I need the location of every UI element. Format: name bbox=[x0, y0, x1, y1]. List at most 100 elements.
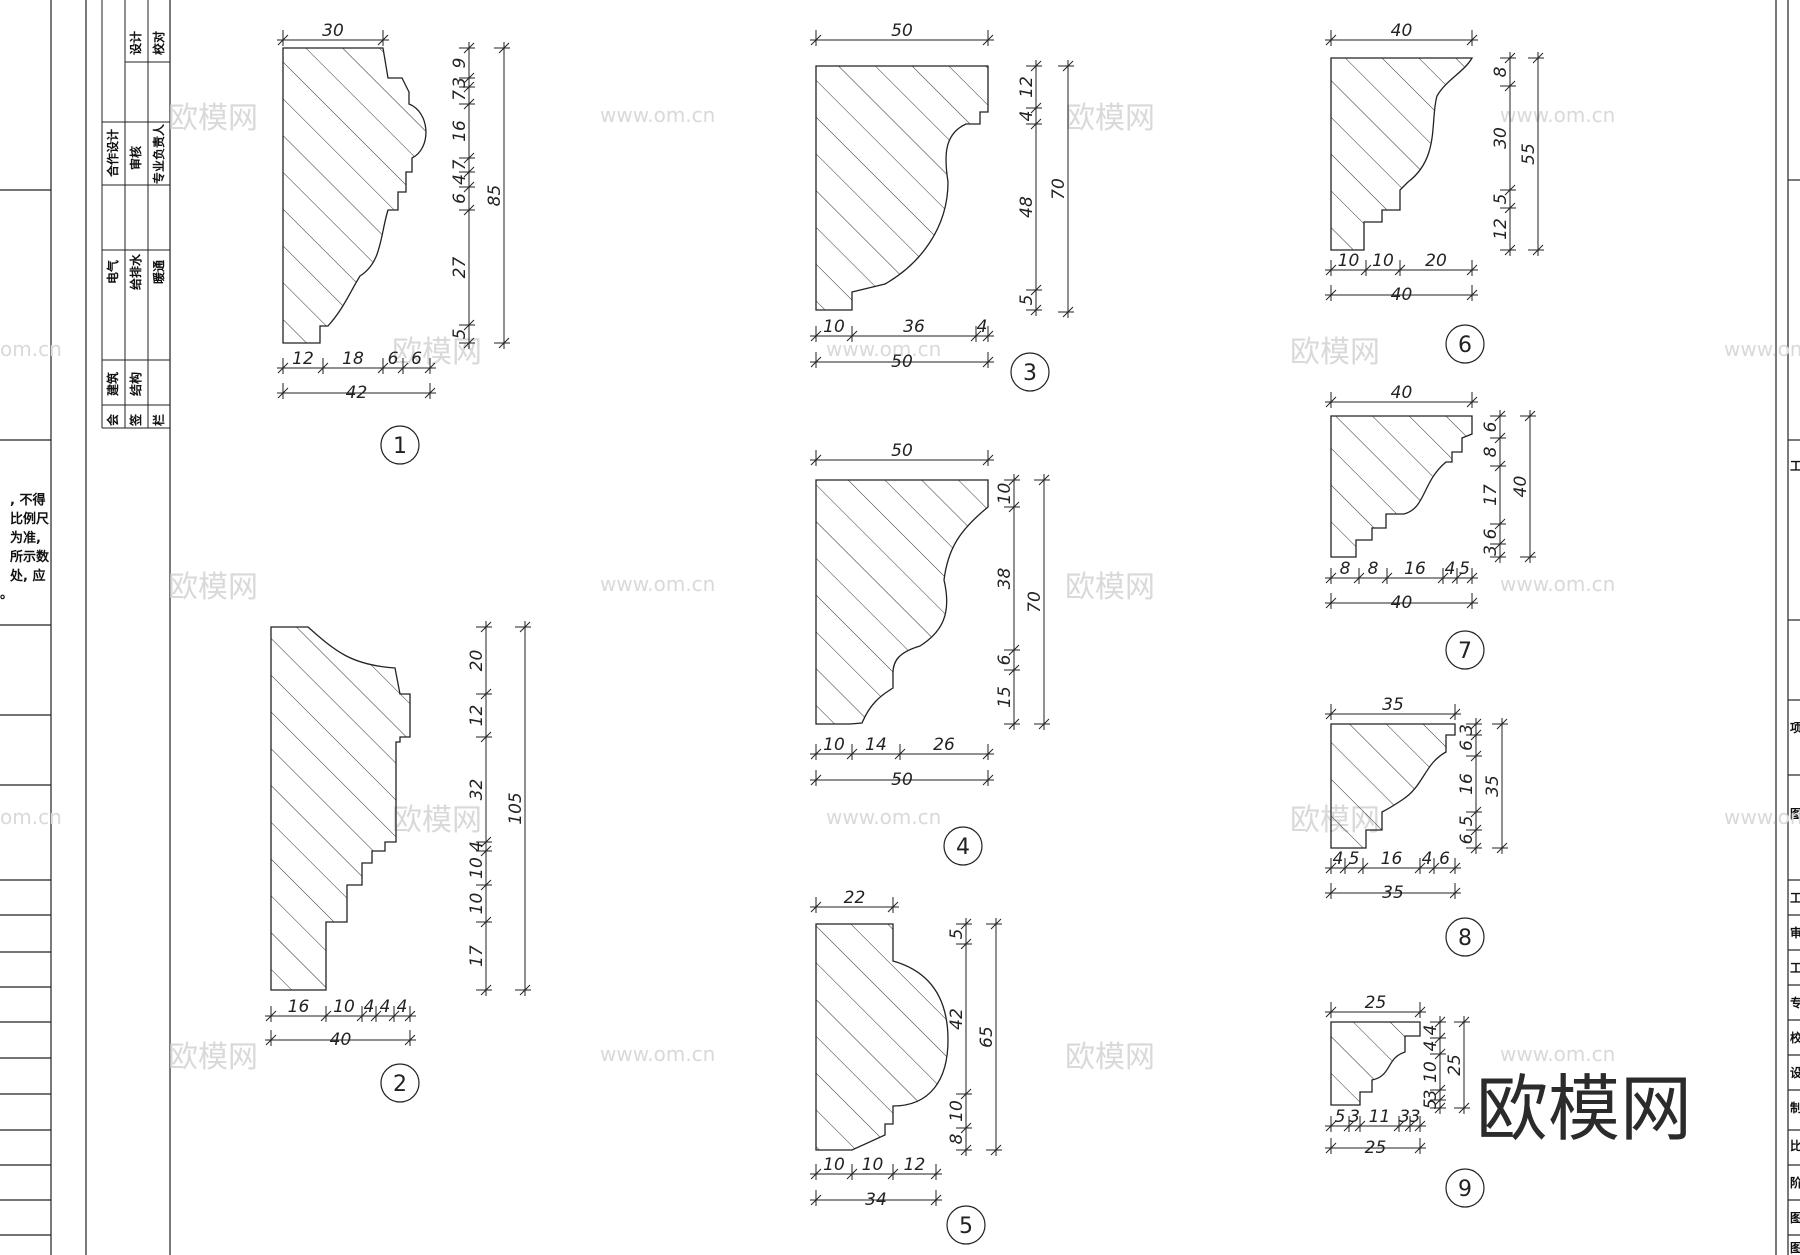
dim-tick bbox=[1038, 474, 1050, 486]
dim-tick bbox=[1496, 718, 1508, 730]
label-qian: 签 bbox=[128, 413, 143, 427]
dim-value: 20 bbox=[1425, 251, 1447, 271]
dim-tick bbox=[424, 362, 436, 374]
label-discipline-lead: 专业负责人 bbox=[151, 123, 166, 184]
dim-tick bbox=[960, 918, 972, 930]
dim-tick bbox=[1494, 460, 1506, 472]
profile-7-section bbox=[1330, 415, 1473, 558]
dim-tick bbox=[1437, 572, 1449, 584]
dim-tick bbox=[1428, 862, 1440, 874]
detail-callout-circle bbox=[943, 826, 983, 866]
dim-value: 26 bbox=[933, 735, 955, 755]
dim-tick bbox=[1466, 264, 1478, 276]
dim-tick bbox=[277, 34, 289, 46]
dim-tick bbox=[810, 1168, 822, 1180]
dim-value: 4 bbox=[1421, 1041, 1441, 1052]
dim-tick bbox=[1434, 1032, 1446, 1044]
dim-value: 50 bbox=[891, 21, 913, 41]
label-design: 设计 bbox=[128, 31, 143, 55]
dim-value: 42 bbox=[346, 383, 368, 403]
dim-tick bbox=[1325, 34, 1337, 46]
dim-tick bbox=[1451, 572, 1463, 584]
dim-value: 11 bbox=[1369, 1107, 1391, 1127]
dim-value: 10 bbox=[1338, 251, 1360, 271]
dim-tick bbox=[1470, 842, 1482, 854]
dim-value: 15 bbox=[995, 686, 1015, 708]
dim-tick bbox=[1458, 1016, 1470, 1028]
label-electrical: 电气 bbox=[105, 260, 120, 284]
dim-tick bbox=[982, 356, 994, 368]
dim-tick bbox=[1470, 718, 1482, 730]
dim-value: 5 bbox=[1459, 559, 1470, 579]
dim-value: 10 bbox=[467, 893, 487, 915]
dim-value: 25 bbox=[1445, 1054, 1465, 1076]
dim-tick bbox=[1434, 1084, 1446, 1096]
dim-tick bbox=[982, 454, 994, 466]
dim-tick bbox=[1494, 432, 1506, 444]
dim-tick bbox=[1466, 572, 1478, 584]
tb-char: 校 bbox=[1790, 1030, 1800, 1045]
dim-tick bbox=[377, 34, 389, 46]
dim-tick bbox=[1470, 824, 1482, 836]
dim-tick bbox=[1524, 410, 1536, 422]
watermark-url: www.om.cn bbox=[1724, 337, 1800, 361]
brand-logo-text: 欧模网 bbox=[1476, 1067, 1692, 1151]
dim-tick bbox=[1008, 664, 1020, 676]
dim-tick bbox=[1343, 1120, 1355, 1132]
dim-tick bbox=[463, 166, 475, 178]
dim-tick bbox=[1532, 244, 1544, 256]
dim-value: 14 bbox=[865, 735, 887, 755]
dim-tick bbox=[1470, 750, 1482, 762]
dim-tick bbox=[1325, 264, 1337, 276]
dim-tick bbox=[1470, 806, 1482, 818]
dim-tick bbox=[1360, 264, 1372, 276]
dim-tick bbox=[1325, 396, 1337, 408]
tb-char: 审 bbox=[1790, 925, 1800, 940]
dim-tick bbox=[1434, 1094, 1446, 1106]
tb-char: 阶 bbox=[1790, 1175, 1800, 1190]
dim-tick bbox=[1325, 1006, 1337, 1018]
tb-char: 比 bbox=[1790, 1138, 1800, 1153]
dim-tick bbox=[810, 1194, 822, 1206]
dim-tick bbox=[960, 1122, 972, 1134]
dim-tick bbox=[1504, 244, 1516, 256]
profile-2-section bbox=[270, 626, 411, 991]
dim-tick bbox=[1504, 202, 1516, 214]
dim-value: 30 bbox=[322, 21, 344, 41]
watermark-url: www.om.cn bbox=[1500, 1042, 1615, 1066]
left-border-frame bbox=[0, 0, 171, 1255]
dim-tick bbox=[1414, 862, 1426, 874]
watermark-url: om.cn bbox=[0, 805, 62, 829]
dim-value: 16 bbox=[1457, 773, 1477, 795]
detail-callout-circle bbox=[1010, 352, 1050, 392]
dim-tick bbox=[1325, 1142, 1337, 1154]
dim-tick bbox=[1325, 862, 1337, 874]
dim-tick bbox=[1434, 1102, 1446, 1114]
dim-value: 6 bbox=[1457, 833, 1477, 844]
dim-tick bbox=[1008, 718, 1020, 730]
dim-tick bbox=[480, 836, 492, 848]
dim-tick bbox=[1325, 708, 1337, 720]
dim-tick bbox=[930, 1194, 942, 1206]
dim-value: 10 bbox=[995, 483, 1015, 505]
dim-tick bbox=[810, 774, 822, 786]
dim-tick bbox=[480, 879, 492, 891]
dim-tick bbox=[810, 454, 822, 466]
dim-value: 6 bbox=[450, 193, 470, 204]
dim-tick bbox=[1030, 118, 1042, 130]
dim-value: 40 bbox=[1391, 593, 1413, 613]
dim-value: 6 bbox=[1439, 849, 1450, 869]
dim-tick bbox=[1357, 862, 1369, 874]
dim-tick bbox=[463, 337, 475, 349]
dim-tick bbox=[930, 1168, 942, 1180]
dim-value: 3 bbox=[1421, 1090, 1441, 1101]
dim-value: 4 bbox=[1445, 559, 1456, 579]
note-line: 所示数 bbox=[10, 549, 50, 565]
tb-char: 图 bbox=[1790, 807, 1800, 821]
dim-tick bbox=[463, 319, 475, 331]
dim-value: 65 bbox=[977, 1026, 997, 1048]
watermark-url: www.om.cn bbox=[826, 337, 941, 361]
detail-callout-circle bbox=[1445, 1168, 1485, 1208]
dim-tick bbox=[810, 34, 822, 46]
dim-value: 10 bbox=[333, 997, 355, 1017]
